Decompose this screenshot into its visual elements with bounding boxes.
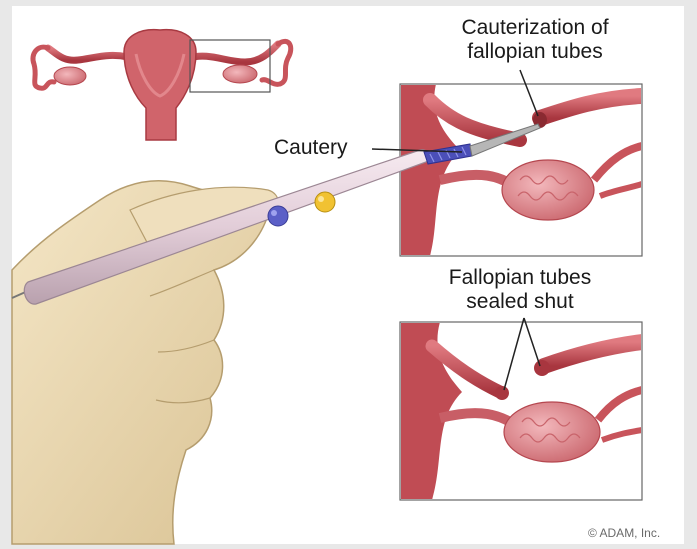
detail-panel-sealed [400,318,642,500]
copyright-text: © ADAM, Inc. [588,526,660,540]
label-cauterization: Cauterization of fallopian tubes [415,16,655,64]
blue-button [268,206,288,226]
detail-panel-cauterization [400,70,642,256]
label-cautery: Cautery [274,136,374,160]
label-sealed-line1: Fallopian tubes [410,266,630,290]
label-cauterization-line2: fallopian tubes [415,40,655,64]
label-sealed: Fallopian tubes sealed shut [410,266,630,314]
yellow-button [315,192,335,212]
label-sealed-line2: sealed shut [410,290,630,314]
label-cauterization-line1: Cauterization of [415,16,655,40]
